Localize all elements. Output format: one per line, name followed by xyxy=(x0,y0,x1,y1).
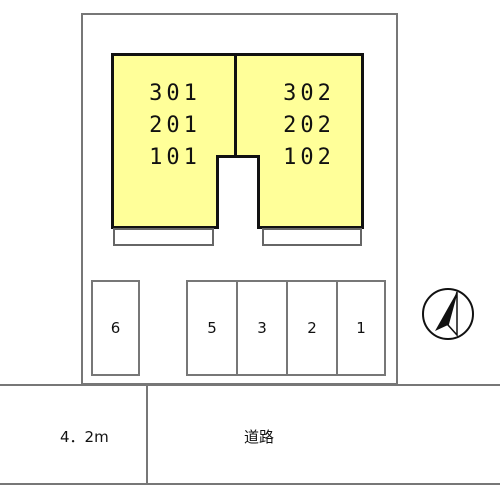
road-edge-top xyxy=(0,384,500,386)
building-wall-bottom-right xyxy=(257,226,364,229)
building-notch-left xyxy=(216,155,219,229)
unit-label: 301 xyxy=(149,81,201,106)
balcony-right xyxy=(262,228,362,246)
building-left-units: 301 201 101 xyxy=(134,78,216,174)
unit-label: 302 xyxy=(283,81,335,106)
parking-slot-label: 1 xyxy=(356,319,366,337)
parking-slot-label: 5 xyxy=(207,319,217,337)
building-wall-right xyxy=(361,53,364,229)
parking-slot-2: 2 xyxy=(286,280,338,376)
building-notch-top xyxy=(216,155,260,158)
building-wall-top xyxy=(111,53,364,56)
balcony-left xyxy=(113,228,214,246)
north-arrow-icon xyxy=(422,288,474,340)
parking-slot-label: 2 xyxy=(307,319,317,337)
parking-slot-label: 6 xyxy=(110,319,121,337)
parking-slot-1: 1 xyxy=(336,280,386,376)
building-wall-bottom-left xyxy=(111,226,219,229)
parking-slot-5: 5 xyxy=(186,280,238,376)
building-left-fill xyxy=(113,55,236,228)
parking-slot-3: 3 xyxy=(236,280,288,376)
unit-label: 102 xyxy=(283,145,335,170)
building-notch-right xyxy=(257,155,260,229)
road-edge-bottom xyxy=(0,483,500,485)
building-notch xyxy=(216,157,260,228)
unit-label: 202 xyxy=(283,113,335,138)
unit-label: 201 xyxy=(149,113,201,138)
parking-slot-label: 3 xyxy=(257,319,267,337)
building-wall-left xyxy=(111,53,114,229)
road-width-label: 4．2m xyxy=(60,428,109,446)
unit-label: 101 xyxy=(149,145,201,170)
road-name-label: 道路 xyxy=(244,428,275,446)
road-divider xyxy=(146,384,148,485)
parking-slot-6: 6 xyxy=(91,280,140,376)
building-right-units: 302 202 102 xyxy=(268,78,350,174)
building-divider xyxy=(234,53,237,157)
